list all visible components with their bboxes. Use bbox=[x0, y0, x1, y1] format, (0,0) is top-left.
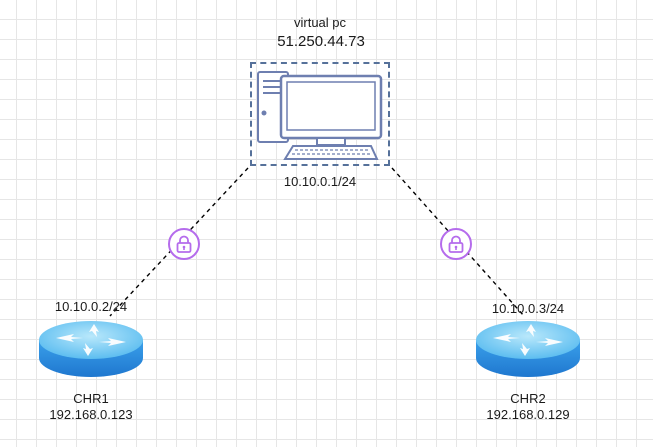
chr1-lan-ip-label: 192.168.0.123 bbox=[49, 407, 133, 422]
desktop-computer-icon[interactable] bbox=[255, 68, 385, 160]
router-icon[interactable] bbox=[36, 318, 146, 380]
link-pc-chr1 bbox=[109, 167, 249, 317]
chr2-lan-ip-label: 192.168.0.129 bbox=[486, 407, 570, 422]
pc-name-label: virtual pc bbox=[293, 15, 347, 30]
router-icon[interactable] bbox=[473, 318, 583, 380]
chr1-tunnel-ip-label: 10.10.0.2/24 bbox=[54, 299, 128, 314]
lock-icon bbox=[168, 228, 200, 260]
chr2-name-label: CHR2 bbox=[510, 391, 546, 406]
chr2-tunnel-ip-label: 10.10.0.3/24 bbox=[491, 301, 565, 316]
lock-icon bbox=[440, 228, 472, 260]
pc-tunnel-ip-label: 10.10.0.1/24 bbox=[283, 174, 357, 189]
pc-selection-box[interactable] bbox=[250, 62, 390, 166]
pc-public-ip-label: 51.250.44.73 bbox=[277, 33, 365, 50]
chr1-name-label: CHR1 bbox=[73, 391, 109, 406]
